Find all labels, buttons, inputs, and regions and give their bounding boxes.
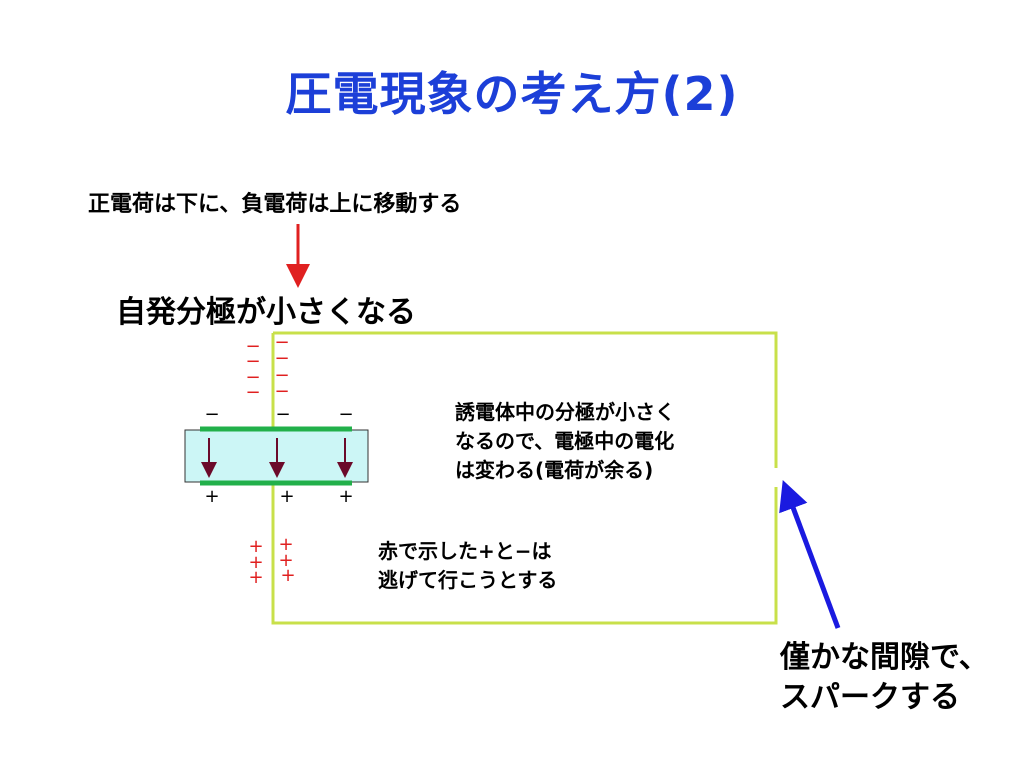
wire-top	[273, 331, 778, 468]
free-positive-charge: +	[248, 567, 263, 588]
circuit-wire	[271, 331, 778, 625]
note-electrode-charge: 誘電体中の分極が小さく なるので、電極中の電化 は変わる(電荷が余る)	[455, 398, 675, 485]
bound-negative-charge: −	[275, 404, 290, 425]
free-negative-charge: −	[245, 367, 260, 388]
free-negative-charge: −	[274, 348, 289, 369]
caption-charge-movement: 正電荷は下に、負電荷は上に移動する	[88, 192, 462, 217]
free-negative-charge: −	[245, 351, 260, 372]
free-negative-charge: −	[274, 381, 289, 402]
note-corner-line-1: 僅かな間隙で、	[780, 640, 989, 675]
note-corner-line-2: スパークする	[780, 680, 960, 715]
note-bottom-line-2: 逃げて行こうとする	[378, 568, 558, 592]
free-negative-charge: −	[274, 365, 289, 386]
free-positive-charge: +	[248, 552, 263, 573]
note-escaping-charges: 赤で示した+と−は 逃げて行こうとする	[378, 537, 557, 595]
note-spark: 僅かな間隙で、 スパークする	[780, 638, 989, 718]
bound-positive-charge: +	[279, 486, 294, 507]
free-positive-charge: +	[278, 550, 293, 571]
free-positive-charge: +	[278, 534, 293, 555]
blue-pointer-arrow	[779, 479, 841, 629]
free-positive-charge: +	[248, 536, 263, 557]
free-negative-charge: −	[245, 336, 260, 357]
wire-bottom	[271, 483, 778, 625]
note-right-line-3: は変わる(電荷が余る)	[455, 458, 654, 482]
bound-negative-charge: −	[338, 404, 353, 425]
note-bottom-line-1: 赤で示した+と−は	[378, 539, 552, 563]
note-right-line-1: 誘電体中の分極が小さく	[455, 400, 675, 424]
heading-polarization: 自発分極が小さくなる	[116, 295, 416, 330]
page-title: 圧電現象の考え方(2)	[285, 67, 739, 121]
bound-positive-charge: +	[338, 486, 353, 507]
free-negative-charge: −	[274, 332, 289, 353]
note-right-line-2: なるので、電極中の電化	[455, 429, 675, 453]
bound-negative-charge: −	[204, 404, 219, 425]
free-positive-charge: +	[280, 565, 295, 586]
free-negative-charge: −	[245, 382, 260, 403]
bound-positive-charge: +	[204, 486, 219, 507]
